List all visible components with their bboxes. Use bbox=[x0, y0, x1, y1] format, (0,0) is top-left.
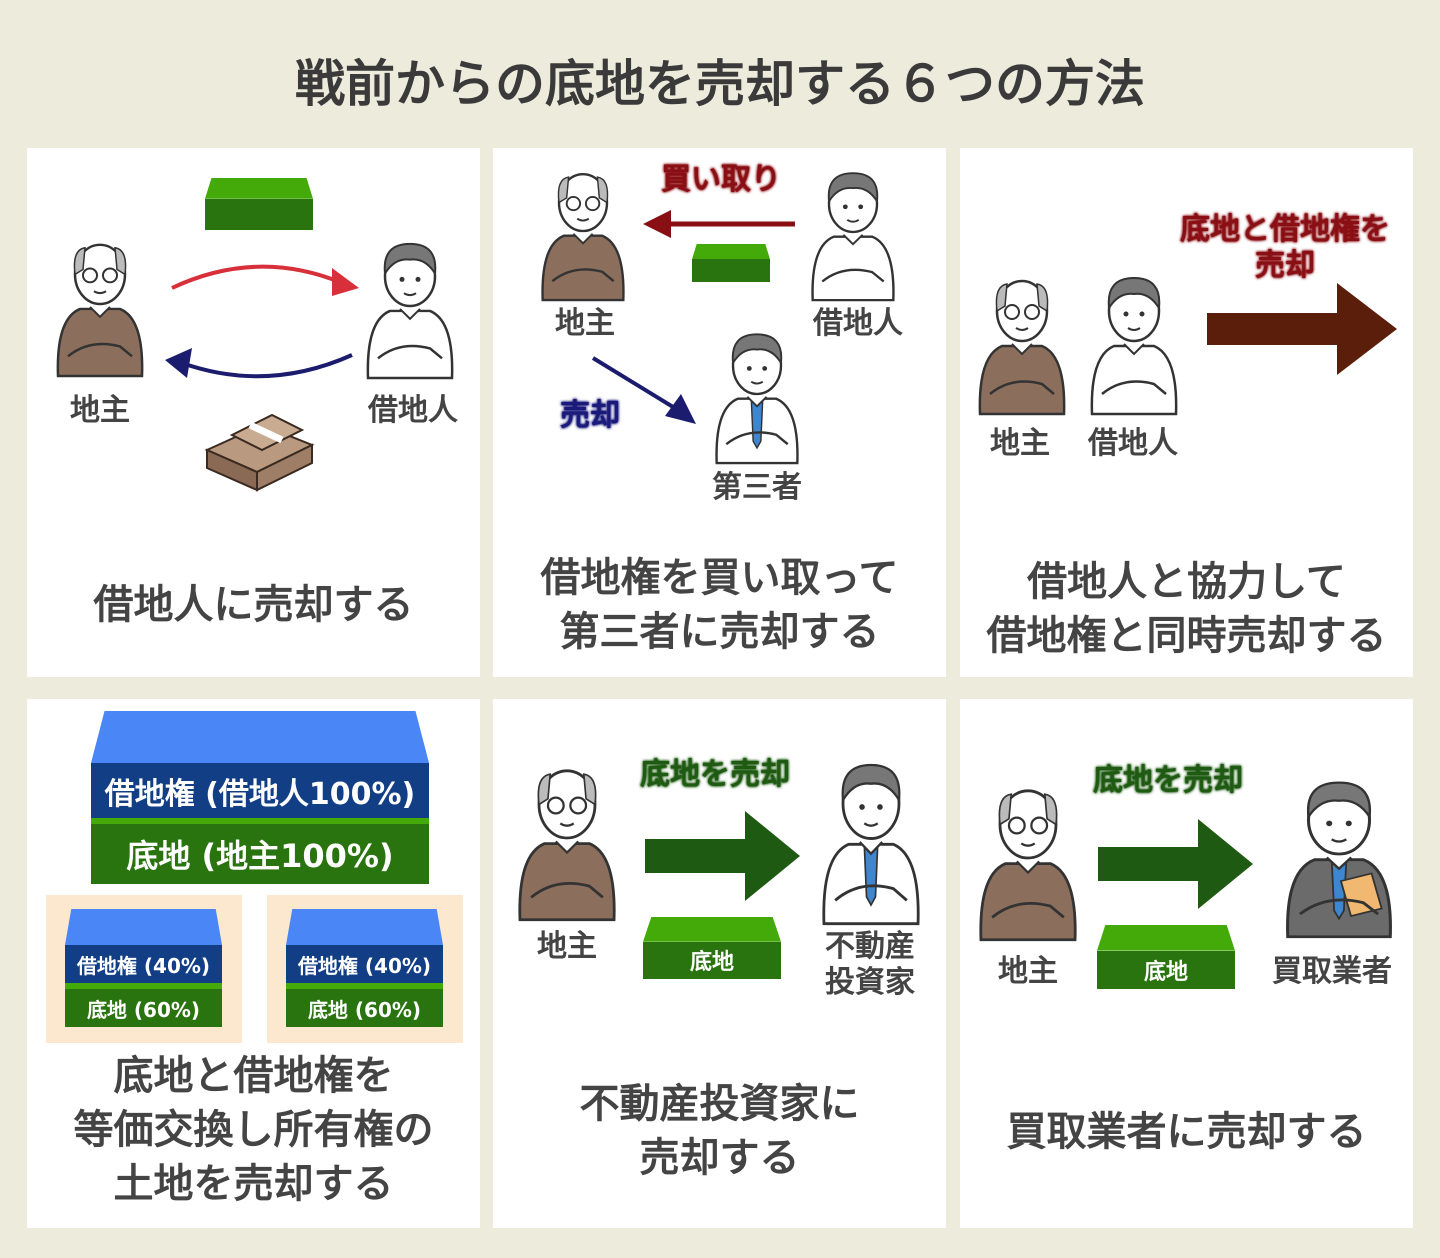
land-layer: 底地 (地主100%) bbox=[91, 818, 429, 884]
landlord-label: 地主 bbox=[537, 929, 597, 964]
leasehold-layer: 借地権 (借地人100%) bbox=[91, 763, 429, 818]
label-line: 不動産 bbox=[825, 929, 915, 964]
label-line: 投資家 bbox=[825, 965, 915, 1000]
caption-line: 不動産投資家に bbox=[579, 1081, 860, 1127]
landlord-icon bbox=[535, 160, 631, 302]
tenant-icon bbox=[805, 162, 901, 302]
tag-line: 底地と借地権を bbox=[1177, 209, 1393, 250]
landlord-icon bbox=[972, 266, 1072, 416]
landlord-label: 地主 bbox=[70, 393, 130, 428]
tenant-label: 借地人 bbox=[368, 393, 458, 428]
caption: 借地権を買い取って第三者に売却する bbox=[493, 551, 946, 659]
panel-buy-leasehold-sell-third: 買い取り 売却 地主 借地人 第三者 借地権を買い取って第三者に売却する bbox=[493, 148, 946, 677]
money-bundle-icon bbox=[204, 413, 315, 492]
page-title: 戦前からの底地を売却する６つの方法 bbox=[295, 55, 1145, 113]
sell-arrow-icon bbox=[1207, 283, 1397, 375]
investor-icon bbox=[815, 751, 927, 926]
caption-line: 等価交換し所有権の bbox=[73, 1107, 434, 1153]
tag-line: 売却 bbox=[1252, 245, 1318, 286]
third-party-icon bbox=[709, 323, 805, 465]
split-parcel: 借地権 (40%) 底地 (60%) bbox=[46, 895, 242, 1043]
landlord-icon bbox=[50, 230, 150, 378]
tenant-label: 借地人 bbox=[813, 306, 903, 341]
land-block-icon bbox=[692, 244, 770, 282]
buyer-icon bbox=[1278, 769, 1400, 939]
landlord-label: 地主 bbox=[555, 306, 615, 341]
leasehold-layer: 借地権 (40%) bbox=[286, 945, 443, 983]
landlord-icon bbox=[511, 754, 623, 922]
buy-tag: 買い取り bbox=[658, 159, 784, 200]
caption: 不動産投資家に売却する bbox=[493, 1077, 946, 1185]
land-layer: 底地 (60%) bbox=[65, 983, 222, 1027]
tenant-icon bbox=[1084, 266, 1184, 416]
tenant-icon bbox=[360, 232, 460, 380]
caption-line: 土地を売却する bbox=[113, 1161, 394, 1207]
land-layer: 底地 (60%) bbox=[286, 983, 443, 1027]
caption-line: 売却する bbox=[639, 1135, 800, 1181]
caption: 借地人に売却する bbox=[27, 578, 480, 632]
caption: 買取業者に売却する bbox=[960, 1105, 1413, 1159]
panel-joint-sale: 底地と借地権を売却 地主 借地人 借地人と協力して借地権と同時売却する bbox=[960, 148, 1413, 677]
panel-sell-to-tenant: 地主 借地人 借地人に売却する bbox=[27, 148, 480, 677]
land-block: 底地 bbox=[1097, 925, 1235, 989]
sell-tag: 底地と借地権を売却 bbox=[1177, 209, 1393, 286]
panel-sell-buyer: 底地を売却 底地 地主 買取業者 買取業者に売却する bbox=[960, 699, 1413, 1228]
buyer-label: 買取業者 bbox=[1272, 954, 1392, 989]
caption-line: 買取業者に売却する bbox=[1006, 1109, 1367, 1155]
caption-line: 第三者に売却する bbox=[559, 609, 880, 655]
caption-line: 借地人に売却する bbox=[93, 582, 414, 628]
landlord-label: 地主 bbox=[990, 426, 1050, 461]
caption-line: 底地と借地権を bbox=[113, 1053, 394, 1099]
panel-equal-exchange: 借地権 (借地人100%) 底地 (地主100%) 借地権 (40%) 底地 (… bbox=[27, 699, 480, 1228]
split-parcel: 借地権 (40%) 底地 (60%) bbox=[267, 895, 463, 1043]
land-block-icon bbox=[205, 178, 313, 230]
third-party-label: 第三者 bbox=[712, 470, 802, 505]
sell-tag: 底地を売却 bbox=[1090, 760, 1246, 801]
caption-line: 借地権と同時売却する bbox=[986, 613, 1387, 659]
landlord-label: 地主 bbox=[998, 954, 1058, 989]
land-block: 底地 bbox=[643, 917, 781, 979]
investor-label: 不動産投資家 bbox=[825, 929, 915, 1001]
sell-tag: 売却 bbox=[557, 395, 623, 436]
sell-tag: 底地を売却 bbox=[637, 754, 793, 795]
caption-line: 借地権を買い取って bbox=[540, 555, 899, 601]
tenant-label: 借地人 bbox=[1088, 426, 1178, 461]
leasehold-layer: 借地権 (40%) bbox=[65, 945, 222, 983]
caption: 底地と借地権を等価交換し所有権の土地を売却する bbox=[27, 1049, 480, 1211]
sell-arrow-icon bbox=[1098, 819, 1253, 909]
exchange-arrows-icon bbox=[165, 264, 359, 379]
caption-line: 借地人と協力して bbox=[1027, 559, 1346, 605]
caption: 借地人と協力して借地権と同時売却する bbox=[960, 555, 1413, 663]
arrows-icon bbox=[591, 210, 795, 424]
landlord-icon bbox=[972, 774, 1084, 942]
panel-sell-investor: 底地を売却 底地 地主 不動産投資家 不動産投資家に売却する bbox=[493, 699, 946, 1228]
sell-arrow-icon bbox=[645, 811, 800, 901]
leasehold-top bbox=[91, 711, 429, 763]
